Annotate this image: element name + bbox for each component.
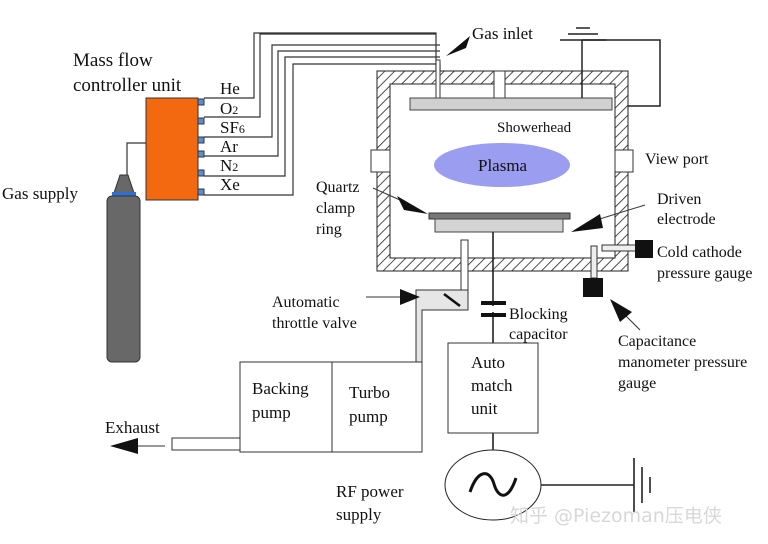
plasma-label: Plasma — [478, 156, 528, 175]
capacitance-label-2: manometer pressure — [618, 354, 747, 371]
capacitance-manometer — [583, 278, 603, 297]
turbo-pump — [331, 361, 423, 453]
auto-label-2: match — [471, 376, 513, 395]
view-port-label: View port — [645, 151, 709, 168]
capacitance-label-3: gauge — [618, 375, 656, 392]
mfc-ports — [197, 98, 205, 196]
watermark: 知乎 @Piezoman压电侠 — [510, 505, 722, 527]
cold-cathode-label-2: pressure gauge — [657, 265, 753, 282]
throttle-label-1: Automatic — [272, 294, 340, 311]
gas-inlet-arrow — [446, 36, 470, 56]
svg-text:He: He — [220, 79, 240, 98]
center-insulator — [493, 70, 506, 100]
blocking-capacitor — [481, 301, 506, 305]
gas-inlet-label: Gas inlet — [472, 24, 533, 43]
turbo-label-2: pump — [349, 407, 388, 426]
auto-label-3: unit — [471, 399, 498, 418]
svg-text:O2: O2 — [220, 99, 238, 118]
capacitance-arrow — [610, 299, 632, 322]
svg-text:N2: N2 — [220, 156, 238, 175]
gas-inlet-pipe — [435, 59, 441, 99]
sine-icon — [468, 472, 518, 497]
cold-cathode-gauge — [635, 240, 653, 258]
rf-label-1: RF power — [336, 482, 404, 501]
auto-match-unit — [447, 342, 539, 434]
quartz-label-1: Quartz — [316, 179, 360, 196]
svg-text:SF6: SF6 — [220, 118, 245, 137]
ground-icon-top — [560, 27, 661, 107]
driven-electrode — [434, 218, 564, 233]
rf-label-2: supply — [336, 505, 382, 524]
view-port-right — [614, 149, 634, 173]
exhaust-pipe — [171, 437, 241, 451]
quartz-arrow — [397, 196, 428, 214]
exhaust-label: Exhaust — [105, 418, 160, 437]
driven-label-2: electrode — [657, 211, 716, 228]
svg-text:Ar: Ar — [220, 137, 238, 156]
plasma — [434, 143, 570, 187]
quartz-label-3: ring — [316, 221, 342, 238]
backing-label-1: Backing — [252, 379, 309, 398]
blocking-capacitor-plate — [481, 313, 506, 317]
driven-arrow — [571, 214, 603, 232]
exhaust-arrow — [110, 438, 138, 454]
mass-flow-controller — [145, 97, 199, 201]
cold-cathode-label-1: Cold cathode — [657, 244, 742, 261]
backing-label-2: pump — [252, 403, 291, 422]
view-port-left — [370, 149, 391, 173]
quartz-label-2: clamp — [316, 200, 355, 217]
svg-text:Xe: Xe — [220, 175, 240, 194]
quartz-clamp-ring — [428, 212, 571, 220]
gas-lines — [126, 32, 441, 196]
auto-label-1: Auto — [471, 353, 505, 372]
gas-cylinder — [106, 174, 141, 363]
capacitance-label-1: Capacitance — [618, 333, 696, 350]
backing-pump — [239, 361, 333, 453]
driven-label-1: Driven — [657, 191, 701, 208]
ground-icon-rf — [541, 458, 651, 512]
throttle-arrow — [400, 289, 420, 305]
mfc-label-2: controller unit — [73, 75, 182, 96]
gas-supply-label: Gas supply — [2, 184, 79, 203]
blocking-label-2: capacitor — [509, 326, 568, 343]
blocking-label-1: Blocking — [509, 306, 568, 323]
turbo-label-1: Turbo — [349, 383, 390, 402]
throttle-label-2: throttle valve — [272, 315, 357, 332]
gas-labels: He O2 SF6 Ar N2 Xe — [220, 79, 245, 194]
showerhead-label: Showerhead — [497, 120, 572, 136]
mfc-label-1: Mass flow — [73, 50, 153, 71]
showerhead — [409, 97, 613, 111]
